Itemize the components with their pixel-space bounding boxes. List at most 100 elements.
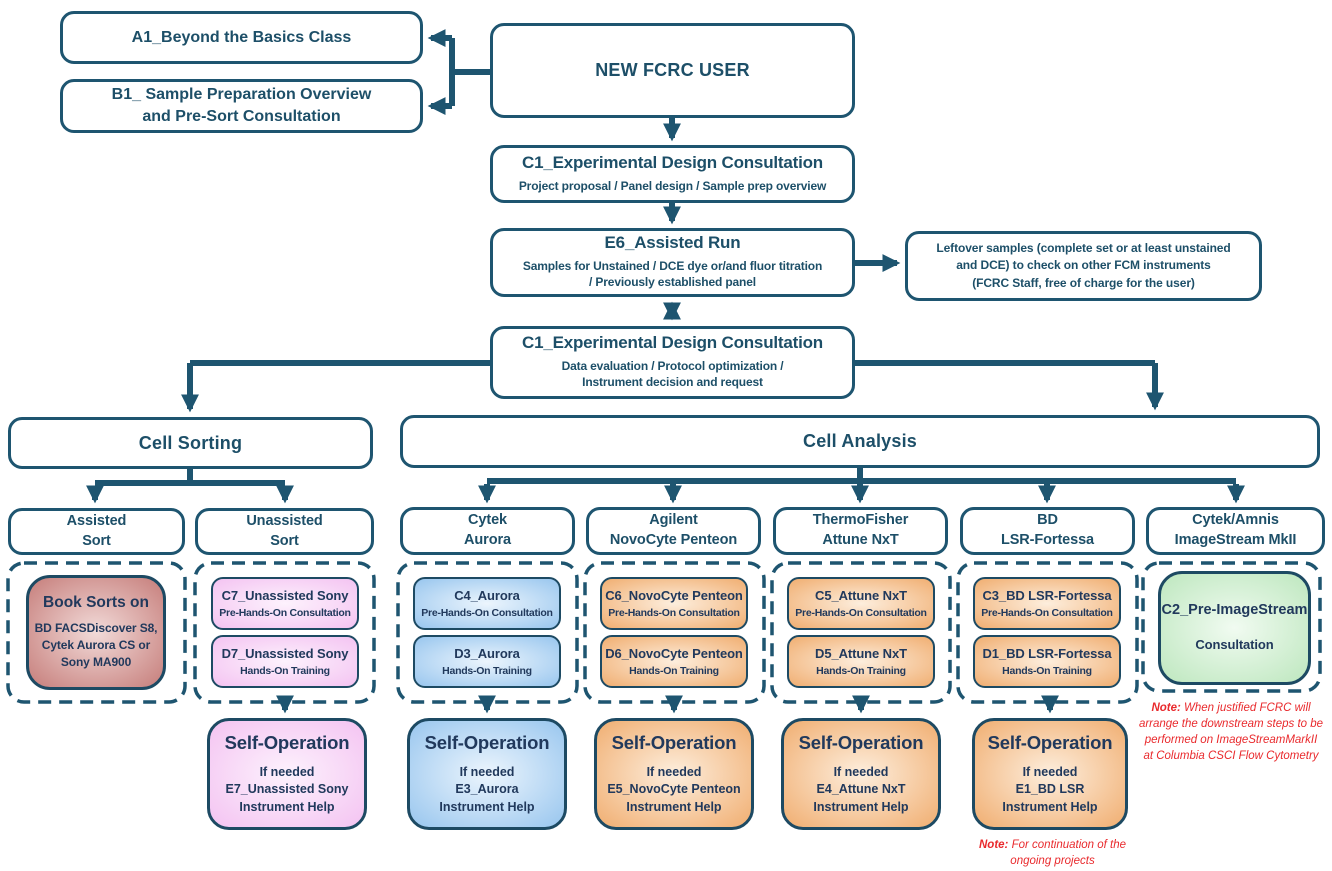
note-label: Note:: [978, 839, 1009, 851]
node-d7-unassisted-sony: D7_Unassisted Sony Hands-On Training: [211, 635, 359, 688]
node-label: A1_Beyond the Basics Class: [131, 28, 352, 46]
node-title: C2_Pre-ImageStream: [1161, 601, 1308, 618]
node-subtitle: If needed E7_Unassisted Sony Instrument …: [225, 764, 349, 814]
node-c1-first-consultation: C1_Experimental Design Consultation Proj…: [490, 145, 855, 203]
node-subtitle: If needed E5_NovoCyte Penteon Instrument…: [607, 764, 741, 814]
node-new-fcrc-user: NEW FCRC USER: [490, 23, 855, 118]
node-title: C7_Unassisted Sony: [221, 588, 349, 603]
node-label: Cell Sorting: [138, 432, 243, 453]
node-label: Unassisted Sort: [246, 512, 323, 549]
node-d3-aurora: D3_Aurora Hands-On Training: [413, 635, 561, 688]
node-leftover-samples: Leftover samples (complete set or at lea…: [905, 231, 1262, 301]
node-label: Cytek/Amnis ImageStream MkII: [1174, 512, 1297, 548]
note-bd-continuation: Note: For continuation of the ongoing pr…: [955, 837, 1150, 869]
dashed-frame-aurora: [396, 561, 579, 704]
node-label: Leftover samples (complete set or at lea…: [936, 240, 1231, 290]
node-header-imagestream: Cytek/Amnis ImageStream MkII: [1146, 507, 1325, 555]
node-subtitle: Project proposal / Panel design / Sample…: [518, 178, 827, 193]
note-text: For continuation of the ongoing projects: [1010, 839, 1127, 868]
note-text: When justified FCRC will arrange the dow…: [1138, 702, 1324, 763]
dashed-frame-assisted: [6, 561, 187, 704]
node-cell-analysis: Cell Analysis: [400, 415, 1320, 468]
node-assisted-sort: Assisted Sort: [8, 508, 185, 555]
node-subtitle: Hands-On Training: [442, 665, 532, 677]
dashed-frame-imagestream: [1141, 561, 1322, 693]
node-unassisted-sort: Unassisted Sort: [195, 508, 374, 555]
dashed-frame-novocyte: [583, 561, 766, 704]
node-title: C5_Attune NxT: [815, 588, 907, 603]
node-title: Book Sorts on: [43, 594, 149, 612]
node-selfop-bd: Self-Operation If needed E1_BD LSR Instr…: [972, 718, 1128, 830]
node-label: BD LSR-Fortessa: [1000, 512, 1095, 548]
connector-newuser-branch: [449, 38, 490, 106]
node-subtitle: Hands-On Training: [1002, 665, 1092, 677]
node-selfop-sony: Self-Operation If needed E7_Unassisted S…: [207, 718, 367, 830]
node-selfop-attune: Self-Operation If needed E4_Attune NxT I…: [781, 718, 941, 830]
node-header-lsr-fortessa: BD LSR-Fortessa: [960, 507, 1135, 555]
node-subtitle: If needed E4_Attune NxT Instrument Help: [813, 764, 909, 814]
node-label: Agilent NovoCyte Penteon: [609, 512, 738, 548]
dashed-frame-unassisted: [193, 561, 376, 704]
node-subtitle: If needed E1_BD LSR Instrument Help: [1002, 764, 1098, 814]
node-subtitle: Pre-Hands-On Consultation: [219, 607, 351, 619]
node-cell-sorting: Cell Sorting: [8, 417, 373, 469]
node-title: Self-Operation: [798, 731, 924, 753]
node-a1-beyond-basics: A1_Beyond the Basics Class: [60, 11, 423, 64]
node-title: Self-Operation: [611, 731, 737, 753]
node-subtitle: Hands-On Training: [816, 665, 906, 677]
node-subtitle: Consultation: [1195, 636, 1274, 652]
node-subtitle: Pre-Hands-On Consultation: [981, 607, 1113, 619]
node-c5-attune: C5_Attune NxT Pre-Hands-On Consultation: [787, 577, 935, 630]
node-subtitle: Samples for Unstained / DCE dye or/and f…: [522, 259, 823, 290]
node-d1-lsr-fortessa: D1_BD LSR-Fortessa Hands-On Training: [973, 635, 1121, 688]
node-label: Assisted Sort: [66, 512, 127, 549]
note-imagestream: Note: When justified FCRC will arrange t…: [1130, 700, 1332, 764]
node-subtitle: Pre-Hands-On Consultation: [795, 607, 927, 619]
node-title: C3_BD LSR-Fortessa: [982, 588, 1112, 603]
node-c7-unassisted-sony: C7_Unassisted Sony Pre-Hands-On Consulta…: [211, 577, 359, 630]
node-title: C1_Experimental Design Consultation: [522, 333, 823, 353]
node-title: D6_NovoCyte Penteon: [605, 646, 743, 661]
node-title: D3_Aurora: [454, 646, 520, 661]
node-subtitle: Hands-On Training: [240, 665, 330, 677]
node-subtitle: Pre-Hands-On Consultation: [421, 607, 553, 619]
node-label: Cell Analysis: [803, 431, 917, 451]
connector-analysis-branch: [487, 468, 1236, 484]
node-book-sorts: Book Sorts on BD FACSDiscover S8, Cytek …: [26, 575, 166, 690]
node-c4-aurora: C4_Aurora Pre-Hands-On Consultation: [413, 577, 561, 630]
node-title: E6_Assisted Run: [604, 233, 741, 253]
node-e6-assisted-run: E6_Assisted Run Samples for Unstained / …: [490, 228, 855, 297]
node-title: C6_NovoCyte Penteon: [605, 588, 743, 603]
node-header-attune-nxt: ThermoFisher Attune NxT: [773, 507, 948, 555]
node-subtitle: Pre-Hands-On Consultation: [608, 607, 740, 619]
node-label: NEW FCRC USER: [595, 60, 750, 80]
node-title: Self-Operation: [424, 731, 550, 753]
node-c2-pre-imagestream: C2_Pre-ImageStream Consultation: [1158, 571, 1311, 685]
node-title: Self-Operation: [987, 731, 1113, 753]
node-title: Self-Operation: [224, 731, 350, 753]
node-c1-second-consultation: C1_Experimental Design Consultation Data…: [490, 326, 855, 399]
node-c3-lsr-fortessa: C3_BD LSR-Fortessa Pre-Hands-On Consulta…: [973, 577, 1121, 630]
node-d5-attune: D5_Attune NxT Hands-On Training: [787, 635, 935, 688]
node-title: C1_Experimental Design Consultation: [522, 153, 823, 173]
node-title: D5_Attune NxT: [815, 646, 907, 661]
node-header-novocyte-penteon: Agilent NovoCyte Penteon: [586, 507, 761, 555]
node-subtitle: BD FACSDiscover S8, Cytek Aurora CS or S…: [34, 621, 158, 669]
node-subtitle: Hands-On Training: [629, 665, 719, 677]
node-title: D1_BD LSR-Fortessa: [982, 646, 1112, 661]
node-selfop-novocyte: Self-Operation If needed E5_NovoCyte Pen…: [594, 718, 754, 830]
node-title: D7_Unassisted Sony: [221, 646, 349, 661]
node-label: B1_ Sample Preparation Overview and Pre-…: [111, 86, 372, 125]
dashed-group-frames: [6, 561, 1322, 704]
node-c6-novocyte: C6_NovoCyte Penteon Pre-Hands-On Consult…: [600, 577, 748, 630]
node-subtitle: If needed E3_Aurora Instrument Help: [439, 764, 535, 814]
connector-sorting-branch: [95, 469, 285, 486]
note-label: Note:: [1151, 702, 1181, 714]
flow-arrows: [86, 29, 1245, 714]
dashed-frame-bd: [956, 561, 1139, 704]
node-d6-novocyte: D6_NovoCyte Penteon Hands-On Training: [600, 635, 748, 688]
node-label: Cytek Aurora: [464, 512, 511, 548]
dashed-frame-attune: [770, 561, 952, 704]
